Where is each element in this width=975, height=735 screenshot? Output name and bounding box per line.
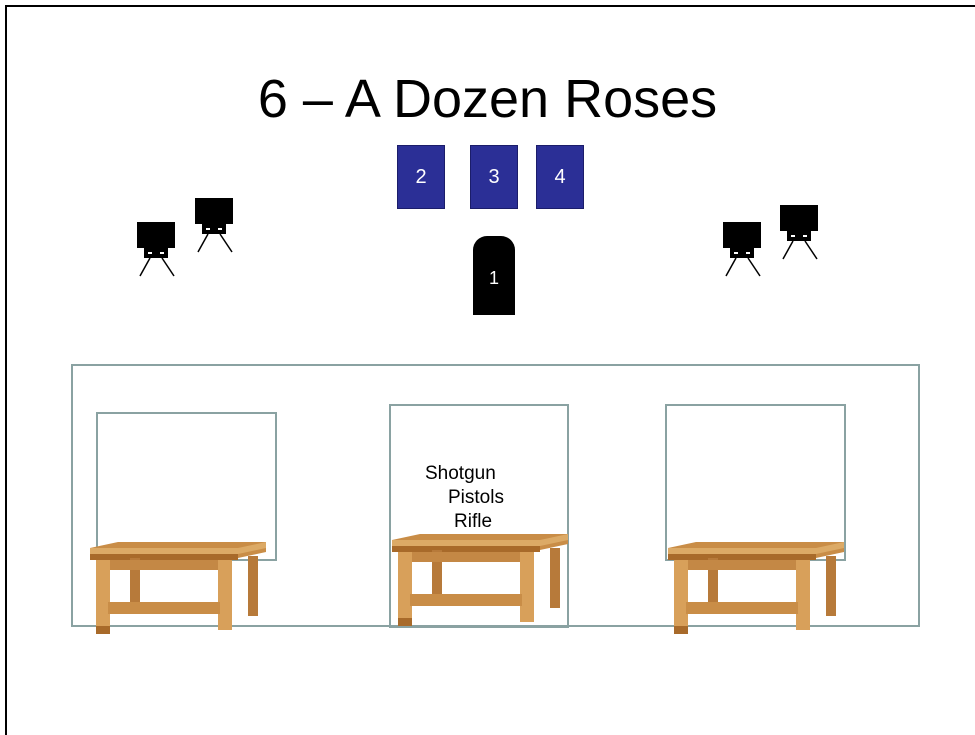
stage-title: 6 – A Dozen Roses [0,72,975,126]
wooden-table-icon [390,532,570,628]
target-2: 2 [397,145,445,209]
label-pistols: Pistols [448,487,504,509]
label-rifle: Rifle [454,511,492,533]
wooden-table-icon [88,540,268,636]
popper-target-icon [134,222,178,282]
start-post: 1 [473,236,515,315]
left-table-box [96,412,277,561]
target-4: 4 [536,145,584,209]
popper-target-icon [720,222,764,282]
popper-target-icon [192,198,236,258]
target-3: 3 [470,145,518,209]
wooden-table-icon [666,540,846,636]
right-table-box [665,404,846,561]
popper-target-icon [777,205,821,265]
label-shotgun: Shotgun [425,463,496,485]
